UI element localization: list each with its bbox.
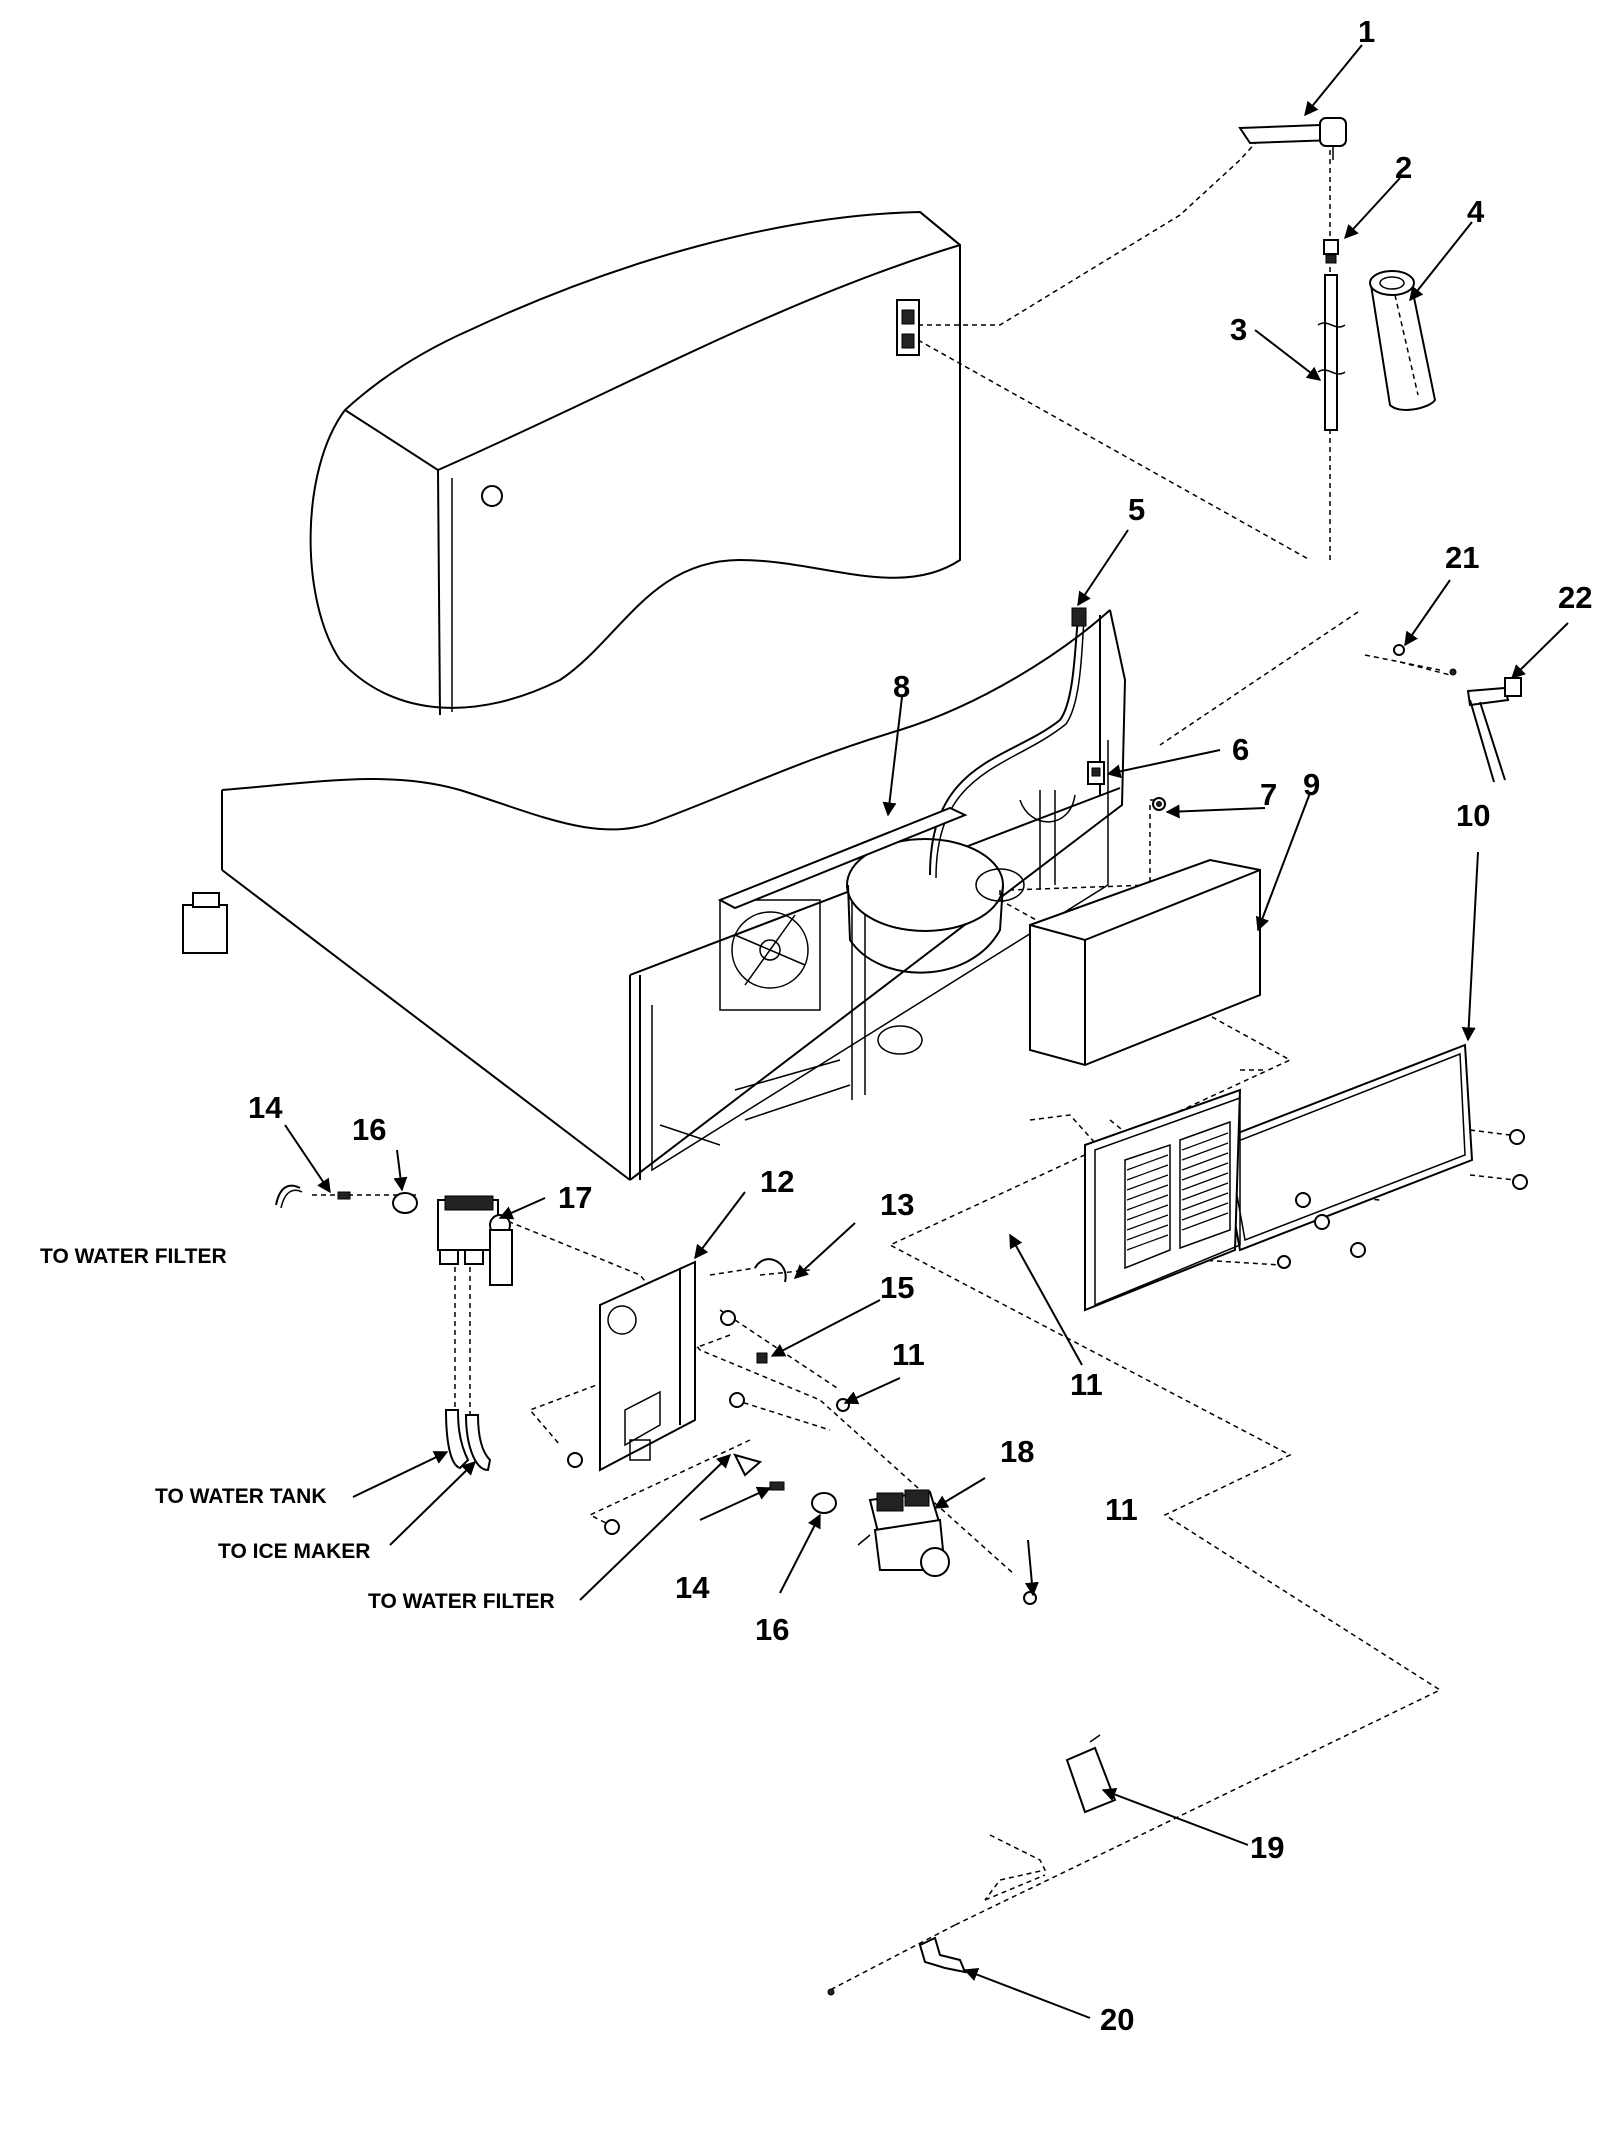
part-1-bracket (1238, 117, 1347, 160)
part-17-water-valve (437, 1195, 513, 1286)
part-21-screw (1393, 644, 1457, 676)
callout-9: 9 (1303, 767, 1320, 802)
part-14-tube-lower (733, 1453, 785, 1491)
callout-21: 21 (1445, 540, 1479, 575)
part-2-nut (1323, 239, 1339, 264)
callout-6: 6 (1232, 732, 1249, 767)
callout-14-a: 14 (248, 1090, 283, 1125)
refrigerator-cabinet (182, 210, 1127, 1181)
outlet-tubes (444, 1409, 492, 1472)
label-to-water-filter-lower: TO WATER FILTER (368, 1590, 555, 1613)
callout-16-a: 16 (352, 1112, 386, 1147)
callout-18: 18 (1000, 1434, 1034, 1469)
callout-10: 10 (1456, 798, 1490, 833)
part-7-screw (1152, 797, 1166, 811)
label-to-water-filter-upper: TO WATER FILTER (40, 1245, 227, 1268)
callout-11-b: 11 (1070, 1367, 1103, 1402)
callout-numbers: 1 2 3 4 5 6 7 8 9 10 11 11 11 12 13 14 1… (248, 14, 1592, 2037)
part-9-foam-block (1029, 858, 1261, 1067)
panel-screws (1277, 1129, 1528, 1269)
part-19-filter (1065, 1734, 1117, 1814)
machine-compartment (651, 740, 1109, 1172)
callout-11-c: 11 (1105, 1492, 1138, 1527)
callout-4: 4 (1467, 194, 1485, 229)
part-4-insulation-sleeve (1369, 270, 1437, 411)
part-22-handle (1466, 677, 1522, 783)
part-20-elbow (918, 1936, 967, 1974)
callout-22: 22 (1558, 580, 1592, 615)
callout-19: 19 (1250, 1830, 1284, 1865)
part-3-tube (1317, 274, 1346, 431)
callout-2: 2 (1395, 150, 1412, 185)
callout-7: 7 (1260, 777, 1277, 812)
callout-3: 3 (1230, 312, 1247, 347)
part-14-tube-upper (275, 1184, 351, 1209)
callout-12: 12 (760, 1164, 794, 1199)
part-15-clip (756, 1352, 768, 1364)
callout-1: 1 (1358, 14, 1375, 49)
callout-arrows (284, 44, 1569, 2019)
part-12-valve-bracket (599, 1260, 696, 1472)
callout-14-b: 14 (675, 1570, 710, 1605)
part-16-fitting-lower (811, 1492, 837, 1514)
label-to-water-tank: TO WATER TANK (155, 1485, 327, 1508)
part-13-wire-clip (754, 1258, 787, 1283)
callout-5: 5 (1128, 492, 1145, 527)
callout-8: 8 (893, 669, 910, 704)
part-6-clamp (1087, 761, 1105, 785)
part-16-fitting-upper (392, 1192, 418, 1214)
grille-louvers (1094, 1096, 1241, 1307)
callout-17: 17 (558, 1180, 592, 1215)
label-to-ice-maker: TO ICE MAKER (218, 1540, 370, 1563)
callout-16-b: 16 (755, 1612, 789, 1647)
callout-11-a: 11 (892, 1337, 925, 1372)
callout-13: 13 (880, 1187, 914, 1222)
part-8-compressor-shield (717, 806, 968, 910)
destination-labels: TO WATER FILTER TO WATER TANK TO ICE MAK… (40, 1245, 555, 1613)
part-5-drain-tube (1071, 607, 1087, 627)
callout-15: 15 (880, 1270, 914, 1305)
callout-20: 20 (1100, 2002, 1134, 2037)
part-10-access-panel (1084, 1043, 1474, 1312)
part-18-water-valve (857, 1489, 950, 1577)
